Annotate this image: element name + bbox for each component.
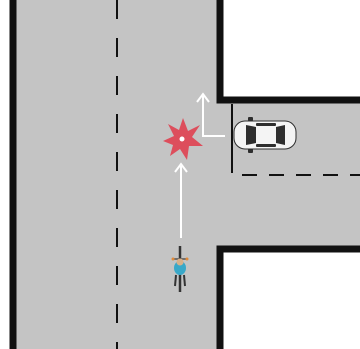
- upper-right-curb: [220, 0, 360, 100]
- car-icon: [234, 117, 296, 153]
- lower-right-curb: [220, 249, 360, 349]
